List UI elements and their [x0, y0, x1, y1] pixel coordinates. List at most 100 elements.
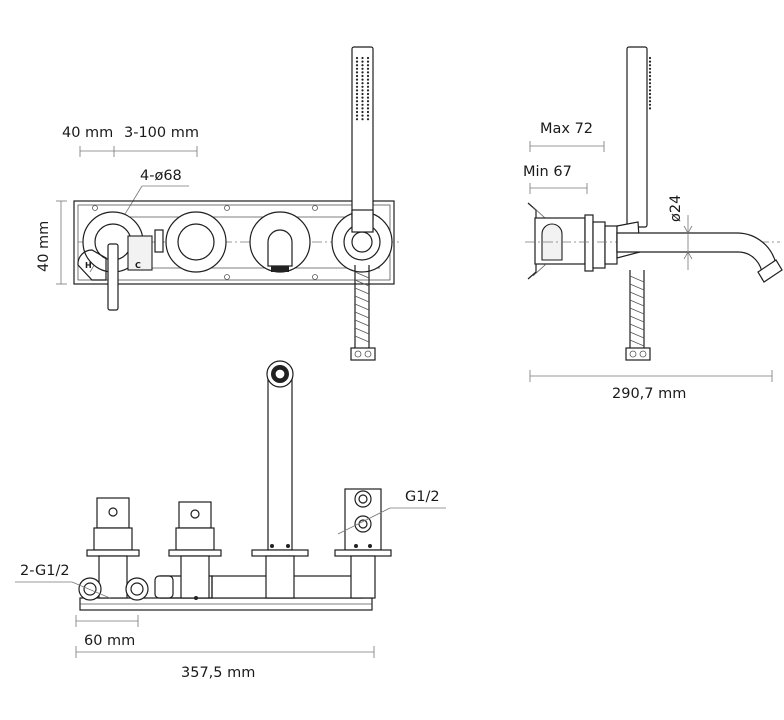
front-hand-shower — [350, 46, 376, 361]
dim-d24-label: ø24 — [668, 195, 684, 222]
nozzle-dot — [648, 64, 652, 67]
front-vertical-dimension — [56, 200, 67, 285]
nozzle-dot — [355, 82, 359, 85]
nozzle-dot — [355, 100, 359, 103]
dim-40mm-vertical-label: 40 mm — [36, 221, 52, 272]
dim-3-100mm-label: 3-100 mm — [124, 125, 199, 141]
bottom-valve-2 — [168, 501, 222, 599]
dim-2-g1-2-label: 2-G1/2 — [20, 563, 70, 579]
nozzle-dot — [361, 114, 364, 117]
nozzle-dot — [355, 60, 359, 63]
front-spout-rosette — [249, 211, 311, 273]
nozzle-dot — [355, 85, 359, 88]
nozzle-dot — [648, 60, 652, 63]
nozzle-dot — [366, 74, 370, 78]
bottom-view: G1/2 2-G1/2 60 mm 357,5 mm — [15, 360, 446, 681]
side-hand-shower — [616, 46, 652, 361]
nozzle-dot — [361, 82, 364, 85]
nozzle-dot — [366, 82, 370, 85]
bottom-inlets — [78, 575, 198, 601]
side-rosette-plate — [592, 221, 606, 269]
nozzle-dot — [361, 96, 364, 99]
nozzle-dot — [366, 96, 370, 99]
nozzle-dot — [366, 89, 370, 92]
nozzle-dot — [361, 67, 364, 70]
dim-357-5mm-label: 357,5 mm — [181, 665, 255, 681]
nozzle-dot — [366, 64, 370, 67]
nozzle-dot — [361, 64, 364, 67]
nozzle-dot — [355, 118, 359, 121]
nozzle-dot — [366, 67, 370, 70]
nozzle-dot — [361, 103, 364, 106]
nozzle-dot — [366, 110, 370, 114]
nozzle-dot — [361, 100, 364, 103]
diverter-block — [127, 235, 153, 271]
nozzle-dot — [361, 110, 364, 114]
dim-40mm-label: 40 mm — [62, 125, 113, 141]
side-spacer — [604, 225, 618, 265]
front-diverter-rosette — [165, 211, 227, 273]
side-wall-plate — [584, 214, 594, 272]
nozzle-dot — [366, 71, 370, 74]
nozzle-dot — [361, 107, 364, 110]
nozzle-dot — [648, 67, 652, 70]
nozzle-dot — [361, 89, 364, 92]
front-mixer-rosette — [77, 211, 153, 311]
mixer-lever-handle — [107, 243, 119, 311]
nozzle-dot — [361, 74, 364, 78]
nozzle-dot — [355, 56, 359, 60]
nozzle-dot — [361, 71, 364, 74]
nozzle-dot — [355, 71, 359, 74]
front-top-dimensions — [79, 146, 198, 157]
front-view: 40 mm 3-100 mm 4-ø68 40 mm — [36, 46, 400, 361]
cold-mark: C — [135, 261, 141, 270]
nozzle-dot — [366, 114, 370, 117]
nozzle-dot — [366, 118, 370, 121]
nozzle-dot — [648, 56, 652, 60]
nozzle-dot — [648, 78, 652, 81]
nozzle-dot — [648, 103, 652, 106]
nozzle-dot — [355, 78, 359, 81]
shower-nozzles — [355, 56, 370, 121]
nozzle-dot — [355, 67, 359, 70]
nozzle-dot — [361, 118, 364, 121]
nozzle-dot — [648, 71, 652, 74]
nozzle-dot — [366, 78, 370, 81]
290-7mm-dimension — [529, 370, 773, 382]
nozzle-dot — [648, 85, 652, 88]
min67-dimension — [529, 183, 588, 194]
nozzle-dot — [355, 110, 359, 114]
bottom-valve-1 — [86, 497, 140, 599]
hot-mark: H — [85, 261, 92, 270]
bottom-shower-outlet — [334, 488, 392, 599]
side-spout — [616, 232, 783, 283]
max72-dimension — [529, 141, 605, 152]
nozzle-dot — [366, 100, 370, 103]
nozzle-dot — [366, 103, 370, 106]
dim-290-7mm-label: 290,7 mm — [612, 386, 686, 402]
nozzle-dot — [366, 85, 370, 88]
side-shower-nozzles — [648, 56, 652, 110]
dim-60mm-label: 60 mm — [84, 633, 135, 649]
nozzle-dot — [366, 92, 370, 96]
nozzle-dot — [648, 96, 652, 99]
2-g1-2-leader — [71, 581, 111, 599]
nozzle-dot — [366, 60, 370, 63]
nozzle-dot — [355, 114, 359, 117]
nozzle-dot — [355, 96, 359, 99]
dim-min67-label: Min 67 — [523, 164, 572, 180]
nozzle-dot — [355, 64, 359, 67]
front-backplate — [73, 200, 395, 285]
front-shower-rosette — [331, 211, 393, 273]
nozzle-dot — [648, 100, 652, 103]
nozzle-dot — [361, 78, 364, 81]
dim-4-d68-label: 4-ø68 — [140, 168, 182, 184]
357-5mm-dimension — [75, 646, 375, 658]
nozzle-dot — [366, 56, 370, 60]
d24-dimension — [683, 215, 693, 270]
nozzle-dot — [648, 107, 652, 110]
nozzle-dot — [361, 56, 364, 60]
backplate-screws — [92, 205, 318, 280]
nozzle-dot — [648, 89, 652, 92]
